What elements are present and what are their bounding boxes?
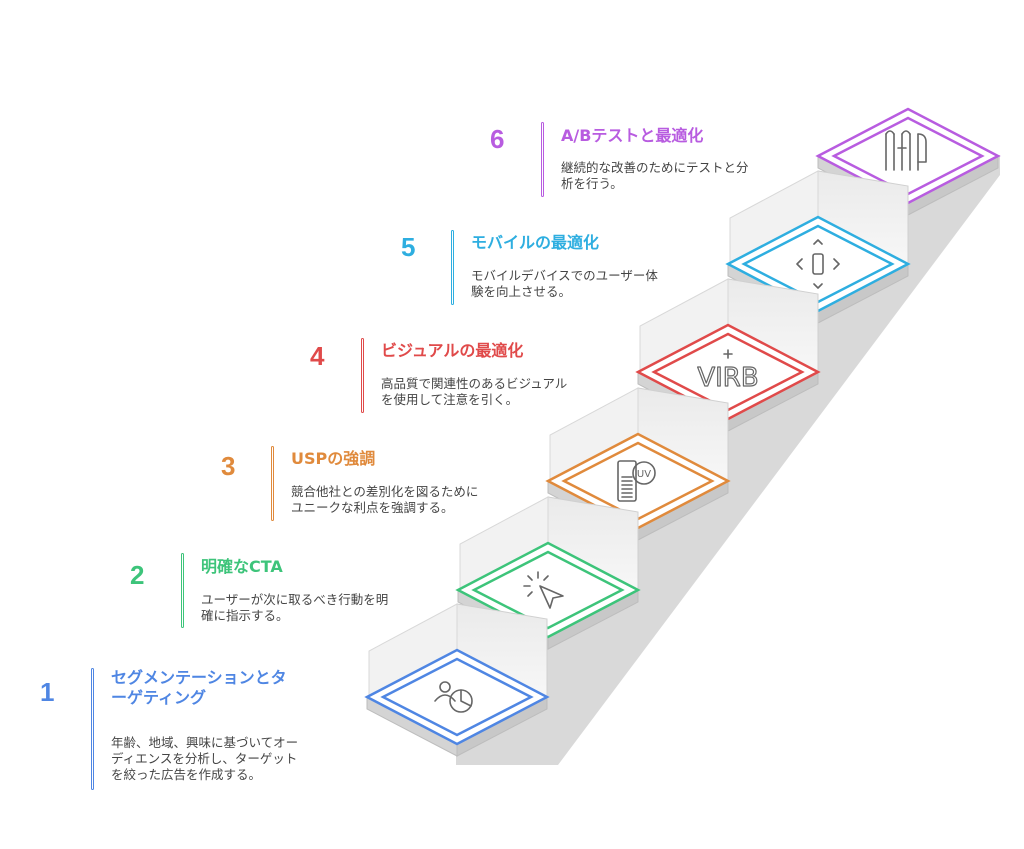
step-description-line: 競合他社との差別化を図るために [291,484,479,499]
accent-bar [181,553,184,628]
uv-document-icon: UV [617,460,656,502]
mobile-arrows-icon [796,239,840,289]
stair-step: UV [545,387,731,541]
step-title-line: ーゲティング [111,688,207,707]
step-description: ユーザーが次に取るべき行動を明確に指示する。 [201,592,388,624]
step-description-line: 析を行う。 [561,176,623,191]
stair-step [364,603,550,757]
user-pie-chart-icon [434,681,473,713]
step-description-line: ディエンスを分析し、ターゲット [111,751,298,766]
step-description-line: を絞った広告を作成する。 [111,767,262,782]
step-number: 1 [40,677,55,707]
step-description-line: モバイルデバイスでのユーザー体 [471,268,658,283]
step-title: ビジュアルの最適化 [381,341,523,361]
uv-icon-label: UV [637,469,651,480]
step-title: モバイルの最適化 [471,233,599,253]
step-title-line: ビジュアルの最適化 [381,341,524,360]
step-description-line: 高品質で関連性のあるビジュアル [381,376,568,391]
virb-icon-label: VIRB [697,363,758,393]
step-title: A/Bテストと最適化 [561,126,703,146]
accent-bar [271,446,274,521]
step-description-line: 確に指示する。 [201,608,289,623]
step-description: モバイルデバイスでのユーザー体験を向上させる。 [471,268,658,300]
step-number: 5 [401,232,416,262]
step-title-line: モバイルの最適化 [471,233,600,252]
step-description-line: を使用して注意を引く。 [381,392,519,407]
step-description: 高品質で関連性のあるビジュアルを使用して注意を引く。 [381,376,567,408]
stair-step [455,496,641,650]
step-description-line: ユーザーが次に取るべき行動を明 [201,592,389,607]
accent-bar [451,230,454,305]
virb-logo-icon: VIRB [697,349,759,394]
step-title: 明確なCTA [201,557,283,577]
step-title-line: A/Bテストと最適化 [561,126,704,145]
step-number: 3 [221,451,236,481]
step-description-line: 継続的な改善のためにテストと分 [561,160,749,175]
accent-bar [91,668,94,790]
click-cursor-icon [523,571,564,609]
step-description: 年齢、地域、興味に基づいてオーディエンスを分析し、ターゲットを絞った広告を作成す… [111,735,298,783]
step-description: 競合他社との差別化を図るためにユニークな利点を強調する。 [291,484,478,516]
accent-bar [541,122,544,197]
step-number: 2 [130,560,145,590]
step-number: 4 [310,341,325,371]
step-description: 継続的な改善のためにテストと分析を行う。 [561,160,749,192]
step-title-line: セグメンテーションとタ [111,668,287,687]
step-title: セグメンテーションとターゲティング [111,668,287,708]
step-title-line: USPの強調 [291,449,376,468]
step-title-line: 明確なCTA [201,557,283,576]
step-description-line: 験を向上させる。 [471,284,572,299]
ab-test-icon [885,130,927,171]
step-description-line: ユニークな利点を強調する。 [291,500,454,515]
step-description-line: 年齢、地域、興味に基づいてオー [111,735,299,750]
step-number: 6 [490,124,505,154]
accent-bar [361,338,364,413]
step-title: USPの強調 [291,449,375,469]
